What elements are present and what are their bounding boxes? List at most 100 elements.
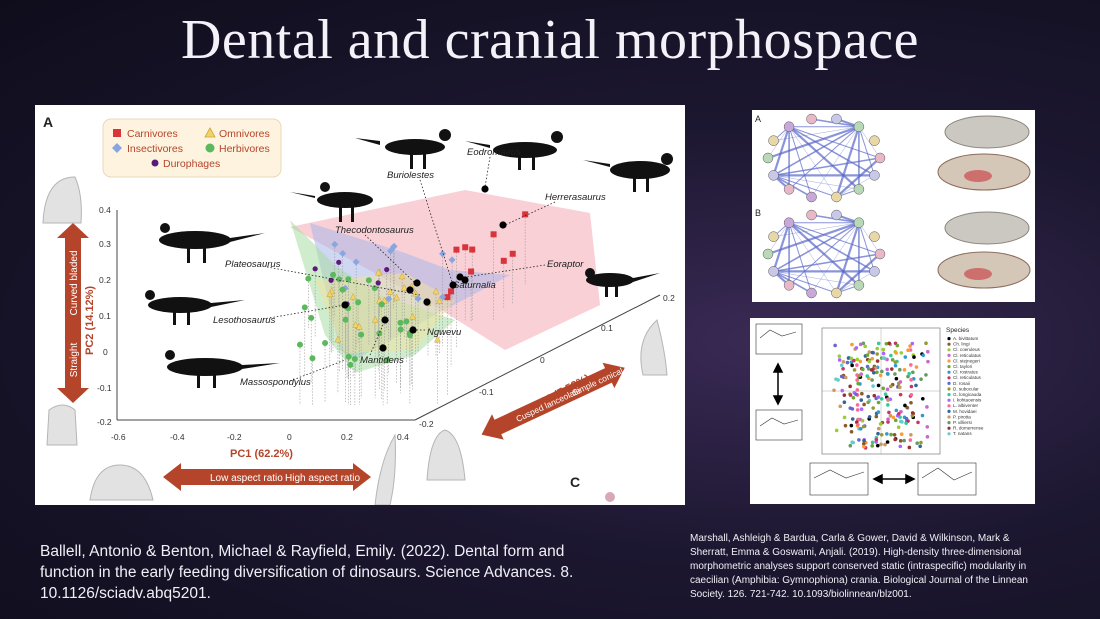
pc1-left-label: Low aspect ratio [210,473,283,484]
network-plot: A B [755,113,1031,299]
morphospace-point [312,266,318,272]
omnivore-marker [204,127,216,138]
pc2-direction-arrow: Curved bladed Straight [57,223,89,403]
pc1-tick: -0.4 [170,432,185,442]
skull-renders [937,115,1031,289]
low-aspect-tooth-shape [89,464,154,501]
species-legend-marker [947,342,951,346]
morphospace-point [328,277,334,283]
pc1-tick: 0.4 [397,432,409,442]
species-legend-marker [947,426,951,430]
buriolestes-silhouette [355,129,451,169]
morphospace-point [509,250,516,257]
pc3-tick: 0 [540,355,545,365]
taxon-label-eoraptor: Eoraptor [547,259,584,270]
morphospace-point [386,287,394,295]
morphospace-point [309,355,316,362]
citation-ballell: Ballell, Antonio & Benton, Michael & Ray… [40,543,574,602]
network-node [762,248,774,260]
network-node [869,266,880,277]
network-node [853,121,865,132]
species-legend-marker [947,409,951,413]
morphospace-point [469,246,476,253]
species-legend-label: P. villiersi [953,420,972,425]
leader-lines [262,156,556,382]
network-node [853,280,865,291]
species-legend-label: M. hovidaei [953,409,977,414]
pc3-tick: 0.1 [601,323,613,333]
lanceolate-tooth-shape [426,429,466,481]
slide-title: Dental and cranial morphospace [180,9,920,71]
pc3-direction-arrow: Cusped lanceolate Simple conical [481,362,625,440]
morphospace-point [342,316,349,323]
morphospace-point [305,275,312,282]
durophage-marker [151,159,159,167]
species-legend-label: Cl. reticulatus [953,375,982,380]
morphospace-point [448,256,456,264]
species-legend-label: Ch. lingi [953,342,970,347]
eodromaeus-silhouette [465,131,563,170]
taxon-label-thecodontosaurus: Thecodontosaurus [335,225,414,236]
network-node [874,152,886,164]
legend-insectivores: Insectivores [127,143,183,155]
pc1-tick: -0.2 [227,432,242,442]
species-legend-marker [947,381,951,385]
species-legend-label: Cl. taylori [953,364,972,369]
network-node [831,287,842,299]
pc2-tick: 0.1 [99,311,111,321]
pc2-tick: 0 [103,347,108,357]
morphospace-point [397,326,404,333]
network-node [762,152,774,164]
morphospace-point [490,231,497,238]
morphospace-point [375,268,382,276]
morphospace-point [355,299,362,306]
morphospace-point [434,335,441,343]
network-node [806,287,817,299]
network-node [783,184,795,195]
network-node [869,231,880,242]
network-node [831,191,842,203]
species-legend-marker [947,393,951,397]
network-graph-a [762,113,886,203]
lesothosaurus-silhouette [145,290,245,325]
morphospace-point [406,332,413,339]
insectivore-marker [112,143,122,153]
species-legend-title: Species [946,327,970,334]
network-node [783,217,795,228]
morphospace-point [500,257,507,264]
straight-tooth-shape [46,404,78,446]
morphospace-point [398,272,406,280]
species-legend-marker [947,365,951,369]
species-legend-label: P. pirotta [953,414,971,419]
species-legend-marker [947,359,951,363]
morphospace-point [435,297,443,304]
pc2-tick: 0.3 [99,239,111,249]
drop-lines [299,214,526,405]
taxon-label-plateosaurus: Plateosaurus [225,259,281,270]
morphospace-point [326,290,334,298]
diet-legend: Carnivores Omnivores Insectivores Herbiv… [102,118,282,178]
network-node [853,217,865,228]
tooth-denticle-shape [605,492,615,502]
morphospace-point [349,292,357,300]
network-label-a: A [755,114,761,124]
species-legend-marker [947,404,951,408]
pc2-bottom-label: Straight [69,343,80,378]
network-node [874,248,886,260]
morphospace-point [414,295,422,303]
network-node [768,266,779,277]
high-aspect-tooth-shape [374,433,396,506]
morphospace-point [345,276,352,283]
morphospace-point [365,277,372,284]
species-legend-label: Cl. reticulatus [953,353,982,358]
pc1-right-label: High aspect ratio [285,473,360,484]
pc2-tick: -0.1 [97,383,112,393]
pc1-tick: -0.6 [111,432,126,442]
morphospace-point [403,318,410,325]
morphospace-point [462,244,469,251]
species-legend-label: Cl. rostratus [953,370,978,375]
species-legend-label: I. kohtaoensis [953,398,982,403]
herrerasaurus-silhouette [583,153,673,192]
morphospace-point [301,304,308,311]
